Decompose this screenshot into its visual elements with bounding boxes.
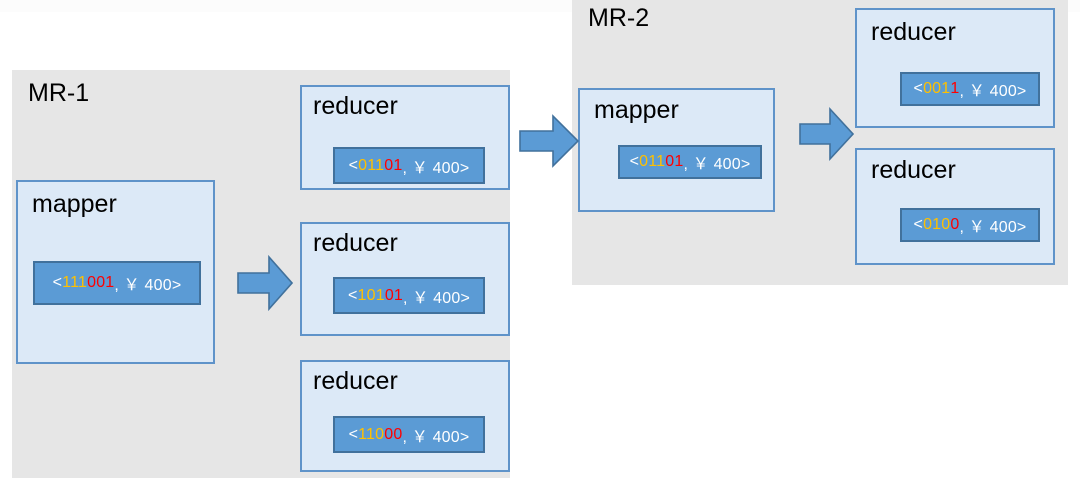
record-prefix-yellow: 010 bbox=[923, 216, 951, 233]
mr2-reducer-box-2[interactable] bbox=[855, 148, 1055, 265]
record-open: < bbox=[629, 153, 640, 170]
arrow-mr1-mapper-to-reducers bbox=[237, 254, 293, 312]
mr1-reducer-title-1: reducer bbox=[313, 92, 398, 120]
record-tail: , ￥ 400> bbox=[959, 83, 1027, 100]
record-open: < bbox=[913, 80, 924, 97]
record-suffix-red: 01 bbox=[384, 156, 403, 174]
mr2-reducer-box-1[interactable] bbox=[855, 8, 1055, 128]
record-tail: , ￥ 400> bbox=[959, 219, 1027, 236]
record-suffix-red: 01 bbox=[665, 153, 684, 170]
mr1-reducer-title-2: reducer bbox=[313, 229, 398, 257]
record-tail: , ￥ 400> bbox=[683, 156, 751, 173]
record-prefix-yellow: 101 bbox=[357, 286, 385, 304]
record-prefix-yellow: 011 bbox=[639, 153, 666, 170]
record-open: < bbox=[348, 425, 359, 443]
mr2-reducer-title-2: reducer bbox=[871, 156, 956, 184]
arrow-mr2-mapper-to-reducers bbox=[799, 106, 854, 162]
group-mr2-label: MR-2 bbox=[588, 4, 650, 32]
record-suffix-red: 01 bbox=[384, 286, 404, 304]
mr2-reducer-title-1: reducer bbox=[871, 18, 956, 46]
record-prefix-yellow: 001 bbox=[923, 80, 951, 97]
mr2-mapper-title: mapper bbox=[594, 96, 679, 124]
record-tail: , ￥ 400> bbox=[402, 428, 470, 446]
record-prefix-yellow: 011 bbox=[358, 156, 385, 174]
record-suffix-red: 001 bbox=[87, 274, 115, 291]
mr1-reducer-title-3: reducer bbox=[313, 367, 398, 395]
record-tail: , ￥ 400> bbox=[114, 277, 182, 294]
record-open: < bbox=[913, 216, 924, 233]
record-open: < bbox=[348, 156, 359, 174]
record-suffix-red: 00 bbox=[384, 425, 403, 443]
record-open: < bbox=[52, 274, 63, 291]
record-prefix-yellow: 111 bbox=[62, 274, 88, 291]
record-tail: , ￥ 400> bbox=[403, 289, 471, 307]
record-open: < bbox=[347, 286, 358, 304]
record-tail: , ￥ 400> bbox=[402, 159, 470, 177]
record-suffix-red: 1 bbox=[950, 80, 960, 97]
record-prefix-yellow: 110 bbox=[358, 425, 385, 443]
group-mr1-label: MR-1 bbox=[28, 79, 90, 107]
record-suffix-red: 0 bbox=[950, 216, 960, 233]
mr1-mapper-title: mapper bbox=[32, 190, 117, 218]
arrow-mr1-to-mr2 bbox=[519, 113, 579, 169]
